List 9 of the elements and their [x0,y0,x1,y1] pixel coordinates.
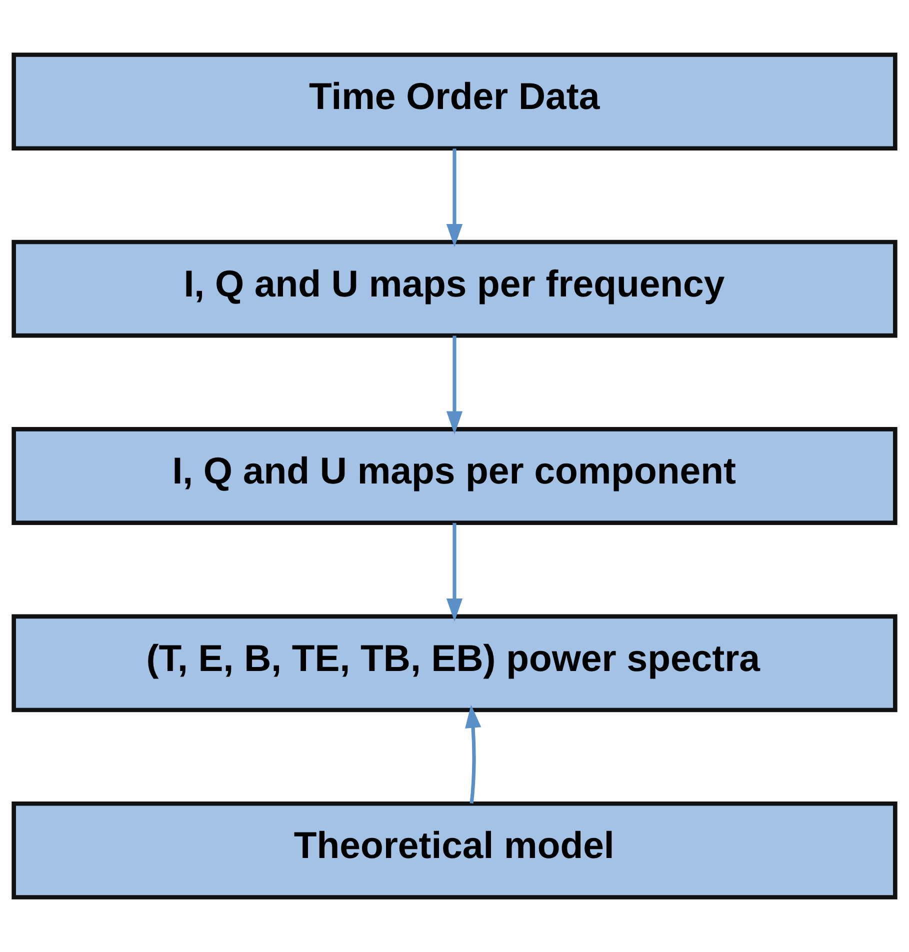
node-box: Time Order Data [12,52,898,151]
arrow [446,148,463,248]
arrow [446,523,463,622]
node-box: (T, E, B, TE, TB, EB) power spectra [12,614,898,712]
arrow [446,336,463,434]
node-box: I, Q and U maps per component [12,427,898,525]
arrow [465,704,482,804]
node-box: I, Q and U maps per frequency [12,240,898,338]
node-box: Theoretical model [12,801,898,900]
